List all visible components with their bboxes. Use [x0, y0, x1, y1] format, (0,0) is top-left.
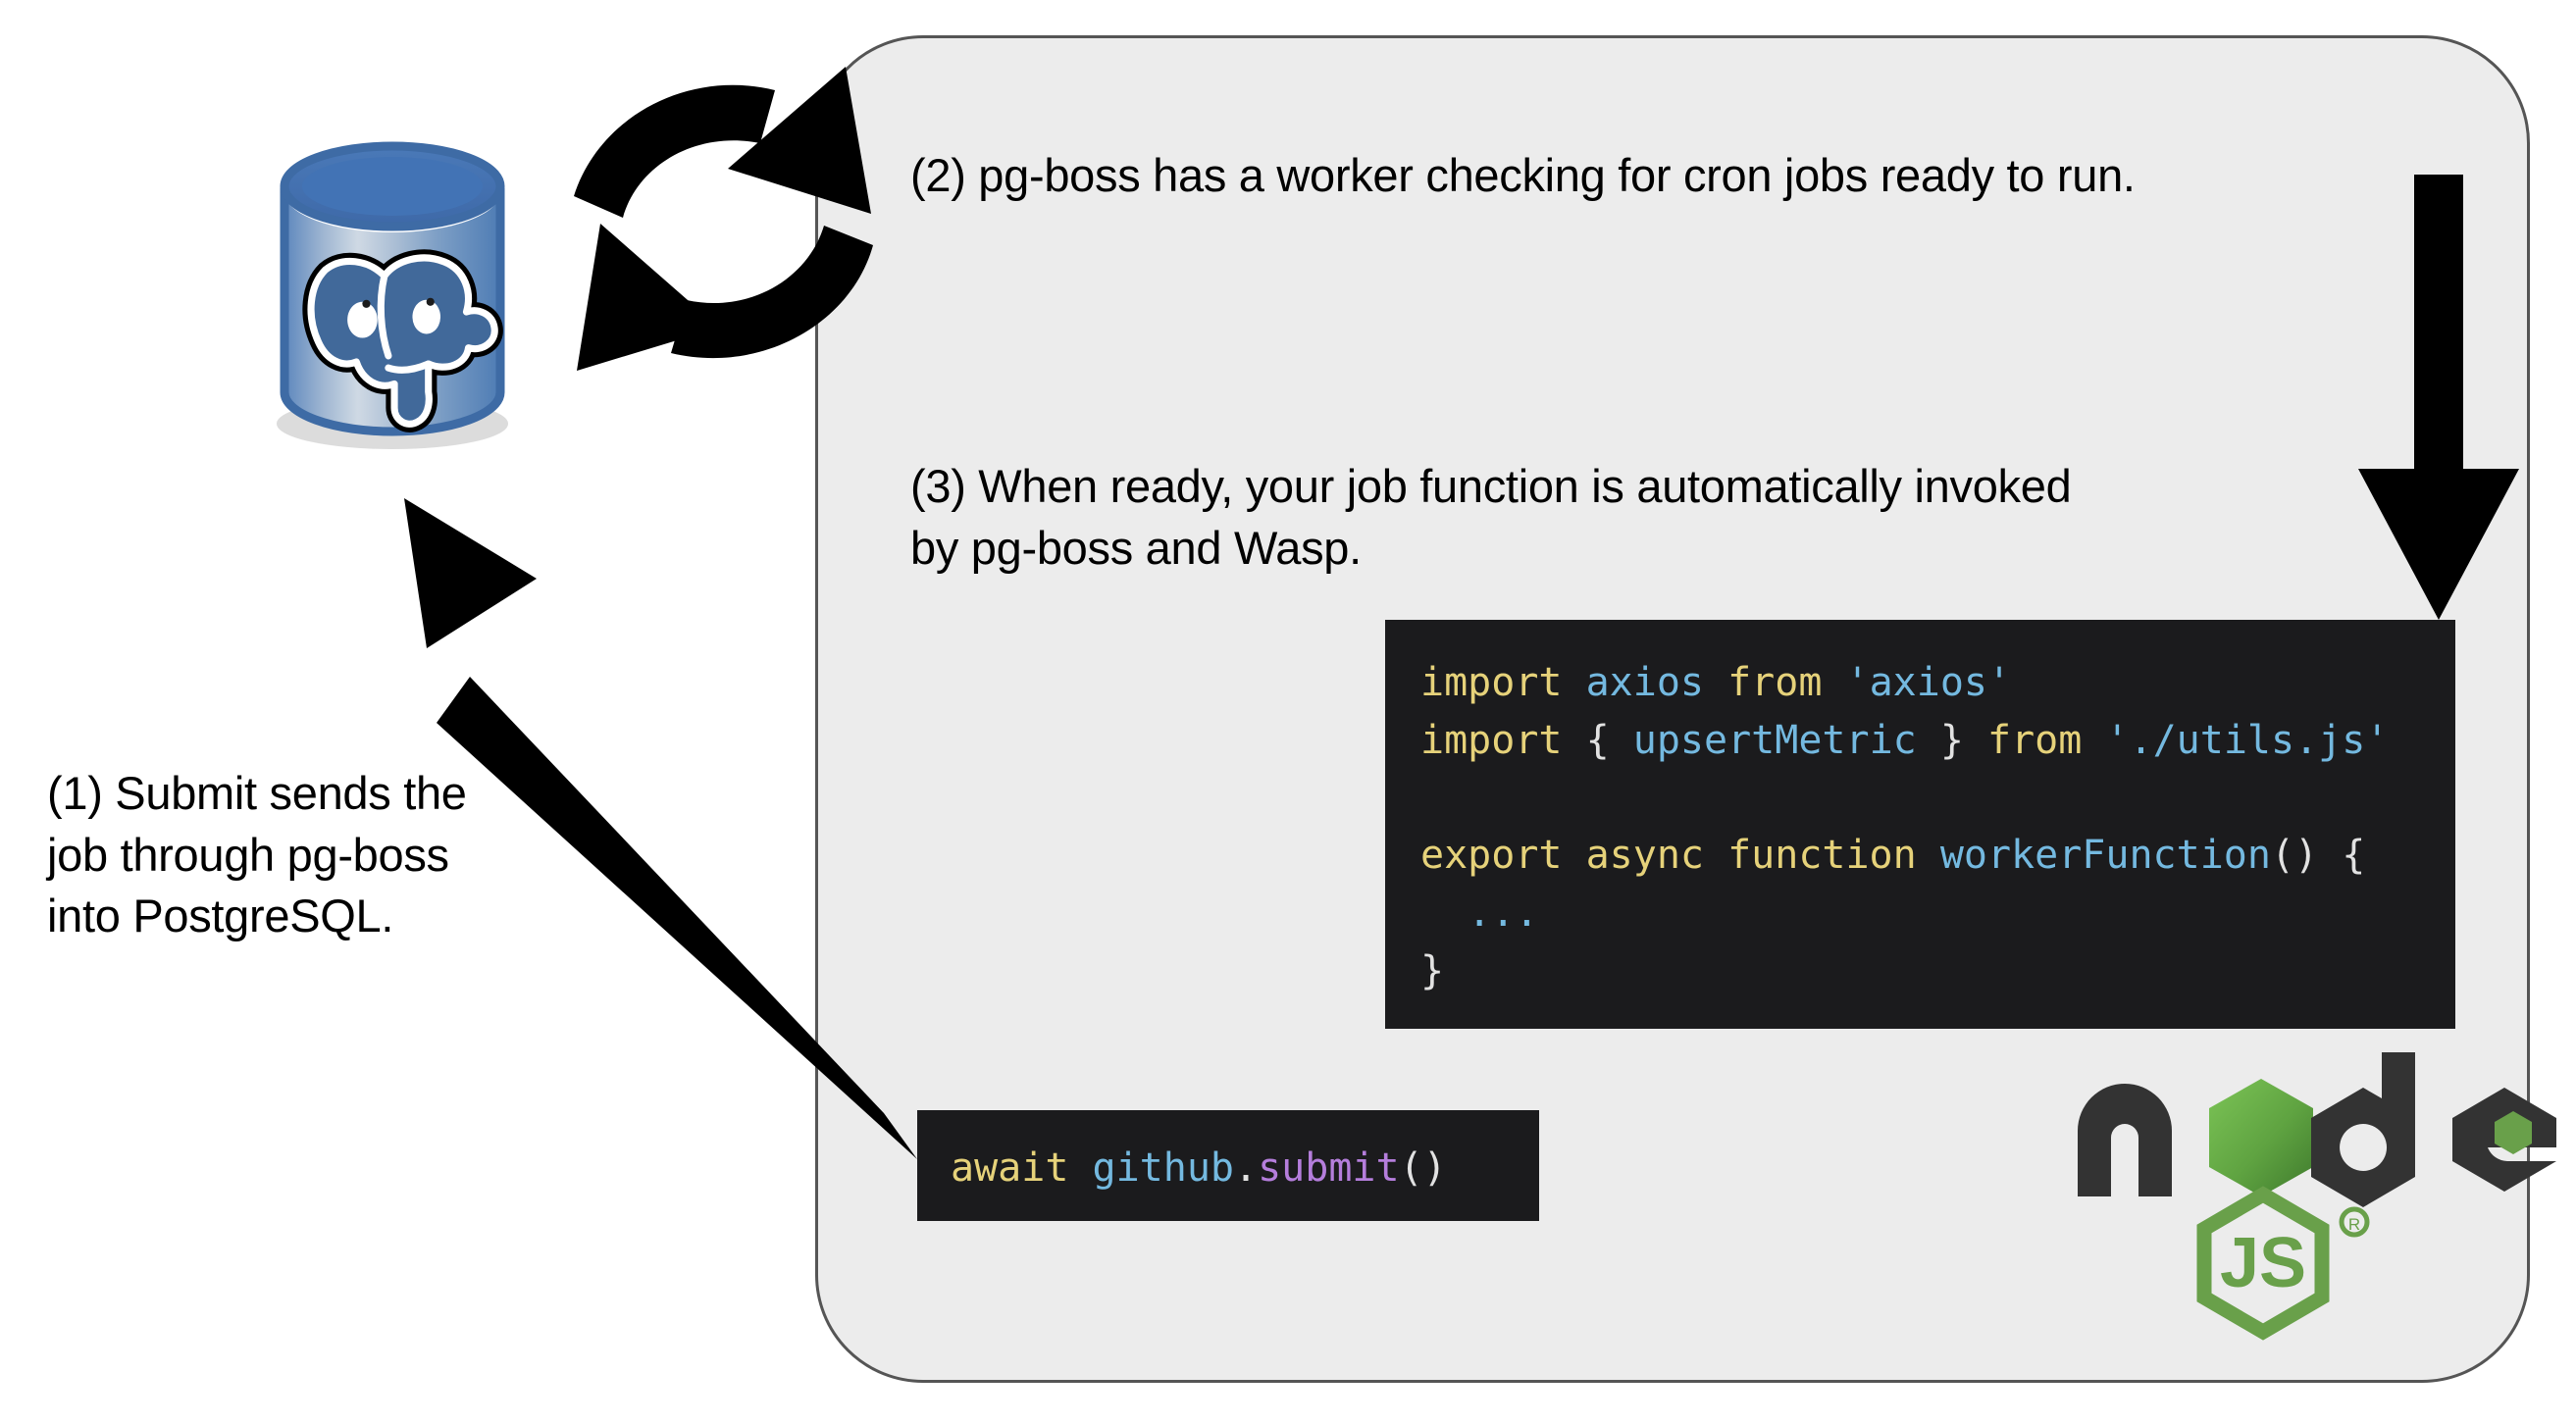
code-token: () — [1399, 1145, 1447, 1191]
code-line: } — [1420, 942, 2455, 1000]
code-line: export async function workerFunction() { — [1420, 827, 2455, 885]
step-3-annotation: (3) When ready, your job function is aut… — [910, 460, 2072, 574]
code-line: import axios from 'axios' — [1420, 654, 2455, 712]
code-line: import { upsertMetric } from './utils.js… — [1420, 712, 2455, 770]
code-token: } — [1420, 947, 1445, 993]
code-token: . — [1234, 1145, 1259, 1191]
code-token: ... — [1420, 890, 1539, 937]
code-token: import — [1420, 660, 1586, 705]
worker-function-code-block: import axios from 'axios'import { upsert… — [1385, 620, 2455, 1029]
postgresql-database-icon — [277, 141, 508, 449]
code-token: workerFunction — [1939, 833, 2271, 879]
code-token: import — [1420, 717, 1586, 763]
code-token: 'axios' — [1845, 660, 2012, 705]
step-2-annotation: (2) pg-boss has a worker checking for cr… — [910, 149, 2136, 201]
code-token: submit — [1258, 1145, 1400, 1191]
code-line: ... — [1420, 885, 2455, 942]
code-line: await github.submit() — [951, 1140, 1539, 1197]
code-line — [1420, 770, 2455, 828]
step-1-annotation: (1) Submit sends the job through pg-boss… — [47, 767, 467, 941]
code-token: axios — [1585, 660, 1704, 705]
code-token: () { — [2270, 833, 2366, 879]
code-token: from — [1986, 717, 2106, 763]
code-token: './utils.js' — [2105, 717, 2390, 763]
code-token: github — [1092, 1145, 1235, 1191]
code-token: await — [951, 1145, 1093, 1191]
code-token: { — [1585, 717, 1633, 763]
code-token: } — [1916, 717, 1987, 763]
code-token: upsertMetric — [1632, 717, 1917, 763]
submit-call-code-block: await github.submit() — [917, 1110, 1539, 1221]
code-token: from — [1704, 660, 1846, 705]
code-token: export async function — [1420, 833, 1940, 879]
